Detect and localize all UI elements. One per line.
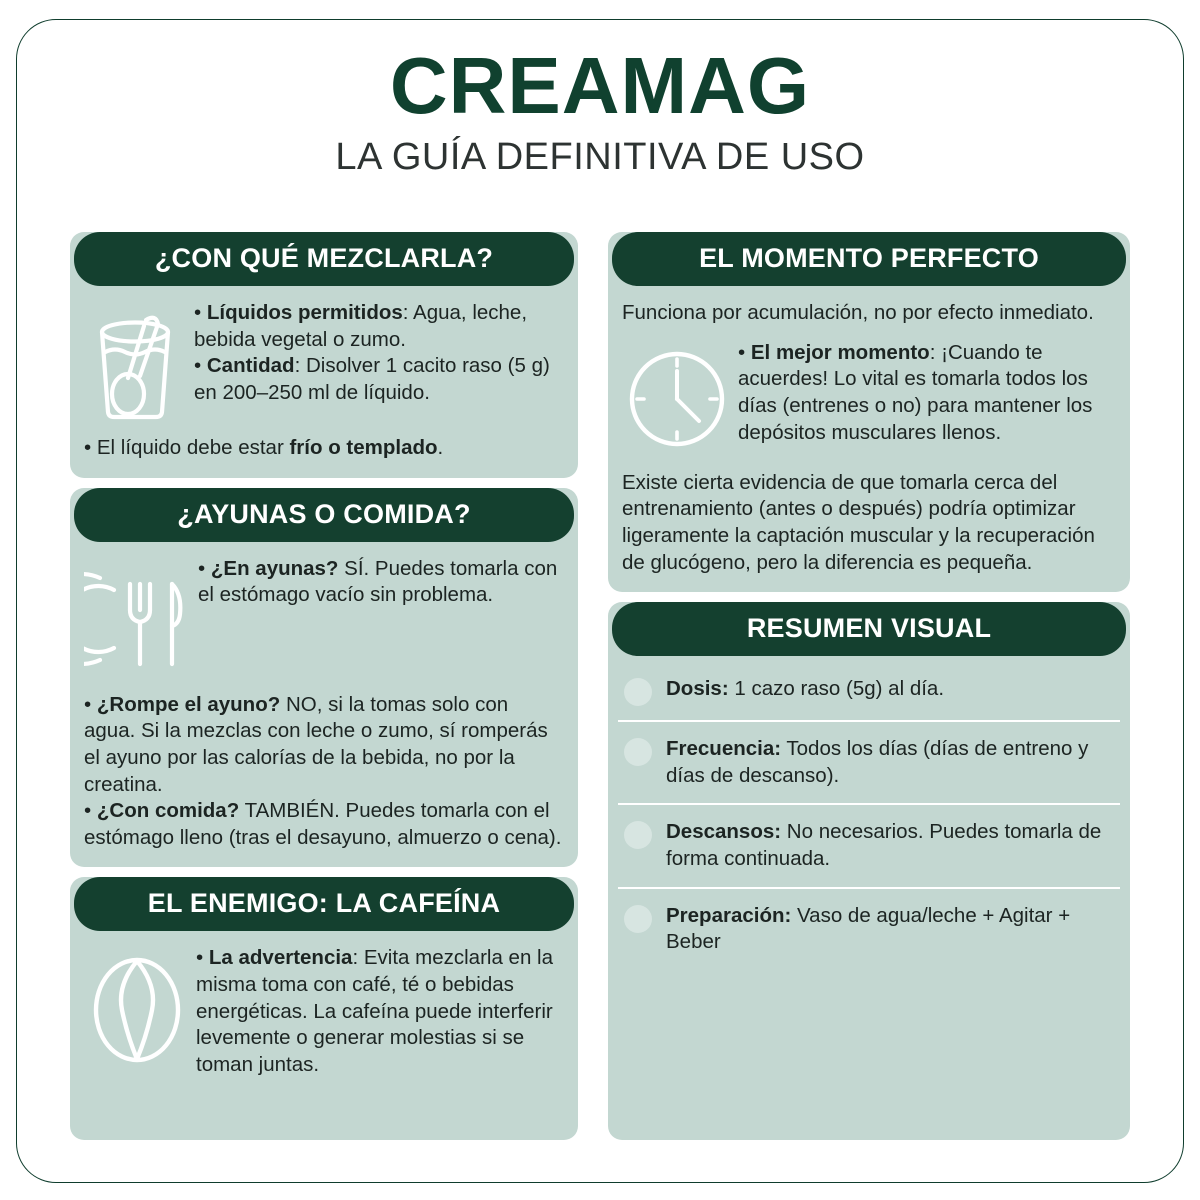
list-item: Descansos: No necesarios. Puedes tomarla…	[618, 803, 1120, 886]
fasting-icon-bullet-wrap: ¿En ayunas? SÍ. Puedes tomarla con el es…	[198, 556, 564, 609]
timing-bullet: El mejor momento: ¡Cuando te acuerdes! L…	[738, 340, 1116, 447]
left-column: ¿CON QUÉ MEZCLARLA?	[70, 232, 578, 1140]
coffee-bean-icon	[84, 945, 190, 1071]
summary-item-value: No necesarios. Puedes tomarla de forma c…	[666, 820, 1102, 871]
caffeine-bullet-1-sep: :	[352, 946, 364, 970]
glass-with-spoon-icon	[84, 300, 188, 422]
summary-item-value: Todos los días (días de entreno y días d…	[666, 737, 1089, 787]
fasting-bullet-2-label: ¿Con comida?	[96, 799, 240, 823]
panel-timing-body: Funciona por acumulación, no por efecto …	[608, 286, 1130, 592]
timing-bullet-sep: :	[929, 340, 942, 364]
summary-item-text: Preparación: Vaso de agua/leche + Agitar…	[666, 903, 1116, 956]
mix-bullet-2-sep: :	[294, 354, 306, 378]
summary-item-text: Frecuencia: Todos los días (días de entr…	[666, 736, 1116, 789]
mix-footer-suffix: .	[437, 436, 444, 459]
fasting-icon-row: ¿En ayunas? SÍ. Puedes tomarla con el es…	[84, 556, 564, 676]
brand-title: CREAMAG	[389, 41, 811, 130]
list-item: Dosis: 1 cazo raso (5g) al día.	[618, 662, 1120, 720]
mix-footer-prefix: El líquido debe estar	[96, 436, 290, 459]
fasting-bullet-2: ¿Con comida? TAMBIÉN. Puedes tomarla con…	[84, 798, 564, 851]
summary-item-value: 1 cazo raso (5g) al día.	[728, 677, 945, 701]
mix-bullet-1-sep: :	[402, 301, 414, 324]
panel-mix: ¿CON QUÉ MEZCLARLA?	[70, 232, 578, 478]
caffeine-bullet-1-label: La advertencia	[208, 946, 353, 970]
summary-item-label: Descansos:	[666, 820, 782, 844]
mix-bullet-2-label: Cantidad	[206, 354, 295, 378]
plate-fork-knife-icon	[84, 556, 192, 676]
right-column: EL MOMENTO PERFECTO Funciona por acumula…	[608, 232, 1130, 1140]
summary-item-label: Preparación:	[666, 903, 792, 927]
caffeine-bullet-1: La advertencia: Evita mezclarla en la mi…	[196, 945, 564, 1078]
panel-timing: EL MOMENTO PERFECTO Funciona por acumula…	[608, 232, 1130, 593]
summary-item-label: Frecuencia:	[666, 737, 782, 761]
mix-footer-bold: frío o templado	[289, 436, 438, 459]
fasting-bullet-1: ¿Rompe el ayuno? NO, si la tomas solo co…	[84, 692, 564, 799]
summary-list: Dosis: 1 cazo raso (5g) al día. Frecuenc…	[608, 656, 1130, 980]
mix-bullets: Líquidos permitidos: Agua, leche, bebida…	[194, 300, 564, 407]
panel-caffeine-body: La advertencia: Evita mezclarla en la mi…	[70, 931, 578, 1094]
fasting-bullet-1-text: NO, si la tomas solo con agua. Si la mez…	[84, 692, 548, 796]
panel-caffeine-heading: EL ENEMIGO: LA CAFEÍNA	[74, 877, 574, 932]
bullet-dot-icon	[624, 678, 652, 707]
mix-bullet-2: Cantidad: Disolver 1 cacito raso (5 g) e…	[194, 353, 564, 406]
bullet-dot-icon	[624, 821, 652, 850]
bullet-dot-icon	[624, 904, 652, 933]
panel-summary: RESUMEN VISUAL Dosis: 1 cazo raso (5g) a…	[608, 602, 1130, 1140]
page-header: CREAMAG LA GUÍA DEFINITIVA DE USO	[0, 41, 1200, 178]
fasting-bullet-0: ¿En ayunas? SÍ. Puedes tomarla con el es…	[198, 556, 564, 609]
list-item: Frecuencia: Todos los días (días de entr…	[618, 720, 1120, 803]
mix-bullet-1: Líquidos permitidos: Agua, leche, bebida…	[194, 300, 564, 353]
panel-caffeine: EL ENEMIGO: LA CAFEÍNA La advertencia: E…	[70, 877, 578, 1140]
fasting-bullet-0-text: SÍ. Puedes tomarla con el estómago vacío…	[198, 556, 558, 607]
panel-mix-body: Líquidos permitidos: Agua, leche, bebida…	[70, 286, 578, 478]
list-item: Preparación: Vaso de agua/leche + Agitar…	[618, 886, 1120, 970]
timing-icon-bullet-wrap: El mejor momento: ¡Cuando te acuerdes! L…	[738, 340, 1116, 447]
panel-fasting-heading: ¿AYUNAS O COMIDA?	[74, 487, 574, 542]
summary-item-text: Dosis: 1 cazo raso (5g) al día.	[666, 676, 944, 703]
bullet-dot-icon	[624, 738, 652, 767]
page-subtitle: LA GUÍA DEFINITIVA DE USO	[335, 136, 865, 178]
mix-icon-row: Líquidos permitidos: Agua, leche, bebida…	[84, 300, 564, 422]
fasting-bullet-1-label: ¿Rompe el ayuno?	[96, 692, 281, 716]
timing-bullet-label: El mejor momento	[750, 340, 930, 364]
timing-icon-row: El mejor momento: ¡Cuando te acuerdes! L…	[622, 340, 1116, 454]
caffeine-bullet-1-text: Evita mezclarla en la misma toma con caf…	[196, 946, 553, 1077]
fasting-bullet-2-text: TAMBIÉN. Puedes tomarla con el estómago …	[84, 799, 562, 849]
panel-fasting-body: ¿En ayunas? SÍ. Puedes tomarla con el es…	[70, 542, 578, 868]
summary-item-label: Dosis:	[666, 677, 729, 701]
summary-item-value: Vaso de agua/leche + Agitar + Beber	[666, 903, 1071, 954]
mix-footer-note: El líquido debe estar frío o templado.	[84, 435, 564, 462]
summary-item-text: Descansos: No necesarios. Puedes tomarla…	[666, 819, 1116, 872]
mix-bullet-1-text: Agua, leche, bebida vegetal o zumo.	[194, 301, 528, 351]
panel-fasting: ¿AYUNAS O COMIDA?	[70, 487, 578, 868]
timing-outro: Existe cierta evidencia de que tomarla c…	[622, 470, 1095, 574]
content-columns: ¿CON QUÉ MEZCLARLA?	[70, 232, 1130, 1140]
mix-bullet-2-text: Disolver 1 cacito raso (5 g) en 200–250 …	[194, 354, 550, 404]
panel-timing-heading: EL MOMENTO PERFECTO	[612, 232, 1126, 286]
panel-summary-heading: RESUMEN VISUAL	[612, 602, 1126, 657]
caffeine-bullets: La advertencia: Evita mezclarla en la mi…	[196, 945, 564, 1078]
timing-bullet-text: ¡Cuando te acuerdes! Lo vital es tomarla…	[738, 340, 1093, 444]
timing-intro: Funciona por acumulación, no por efecto …	[622, 301, 1094, 324]
fasting-bullet-0-label: ¿En ayunas?	[210, 556, 339, 580]
panel-mix-heading: ¿CON QUÉ MEZCLARLA?	[74, 232, 574, 286]
caffeine-icon-row: La advertencia: Evita mezclarla en la mi…	[84, 945, 564, 1078]
clock-icon	[622, 340, 732, 454]
mix-bullet-1-label: Líquidos permitidos	[206, 301, 403, 324]
